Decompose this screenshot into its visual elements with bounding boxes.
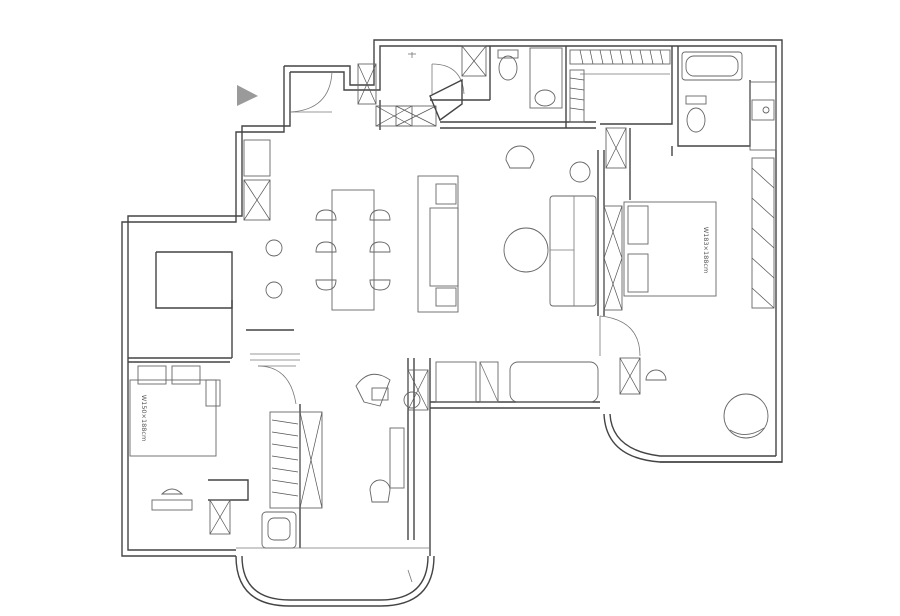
second-bedroom: W150×188cm <box>129 365 323 549</box>
bay-window-bottom <box>235 547 435 607</box>
second-bed <box>129 379 217 457</box>
tv-cabinet <box>417 175 459 313</box>
bathtub-icon <box>681 51 743 81</box>
lounge-chair <box>723 393 769 439</box>
daybed <box>509 361 599 403</box>
side-table <box>569 161 591 183</box>
bar-stool <box>265 239 283 257</box>
vanity-icon <box>751 99 775 121</box>
sink-icon <box>534 89 556 107</box>
bedroom-desk <box>151 499 193 511</box>
bar-stool <box>265 281 283 299</box>
wardrobe <box>603 205 623 311</box>
interior-walls <box>128 46 751 548</box>
second-bed-size-label: W150×188cm <box>140 395 148 442</box>
dining-chairs <box>315 209 391 291</box>
desk-chair <box>369 479 391 503</box>
entrance <box>237 71 333 221</box>
master-bathroom <box>681 51 777 151</box>
master-bed-size-label: W183×188cm <box>702 227 710 274</box>
bedroom-wardrobe <box>751 157 775 309</box>
reading-chair <box>355 373 391 407</box>
toilet-icon <box>686 107 706 133</box>
walk-in-closet <box>569 49 671 123</box>
master-bed <box>623 201 717 297</box>
washer-icon <box>261 511 297 549</box>
closet <box>269 411 301 509</box>
armchair <box>505 145 535 169</box>
master-bedroom: W183×188cm <box>603 127 775 439</box>
sofa <box>549 195 597 307</box>
living-dining-area <box>265 145 641 357</box>
study-area <box>250 353 599 583</box>
toilet-tank <box>497 49 519 59</box>
dining-table <box>331 189 375 311</box>
bedroom-chair <box>160 488 184 495</box>
shoe-cabinet <box>243 179 271 221</box>
toilet-icon <box>498 55 518 81</box>
desk <box>389 427 405 489</box>
coffee-table <box>503 227 549 273</box>
exterior-walls <box>121 39 783 557</box>
bay-window-right <box>603 357 782 463</box>
guest-bathroom <box>461 45 563 109</box>
triangle-right-icon <box>237 85 258 106</box>
storage-room <box>357 52 465 127</box>
